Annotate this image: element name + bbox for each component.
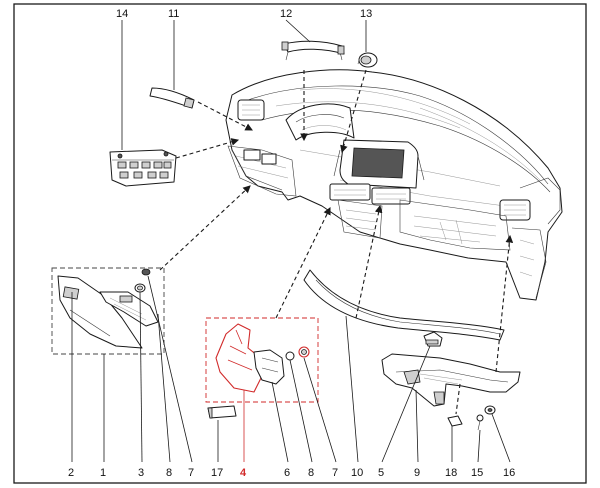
dashboard-assembly — [225, 69, 563, 301]
leader-lines — [71, 19, 511, 463]
callout-5: 5 — [378, 467, 384, 479]
part-10-long-trim — [303, 269, 505, 341]
part-15-screw — [476, 414, 484, 431]
part-14-control-panel — [109, 149, 177, 187]
callouts-top: 14 11 12 13 — [116, 8, 372, 20]
assembly-arrows — [159, 69, 514, 415]
part-6-bracket — [253, 349, 285, 385]
callout-12: 12 — [280, 8, 292, 20]
callout-11: 11 — [168, 8, 179, 20]
part-2-side-panel — [57, 275, 143, 349]
callout-4-highlighted: 4 — [240, 467, 247, 479]
callout-16: 16 — [503, 467, 515, 479]
callout-8-left: 8 — [166, 467, 172, 479]
callout-15: 15 — [471, 467, 483, 479]
part-16-nut — [484, 405, 496, 415]
part-5-bracket — [423, 331, 443, 347]
callout-13: 13 — [360, 8, 372, 20]
callout-3: 3 — [138, 467, 144, 479]
callout-8-center: 8 — [308, 467, 314, 479]
callout-10: 10 — [351, 467, 363, 479]
callout-6: 6 — [284, 467, 290, 479]
callout-1: 1 — [100, 467, 106, 479]
callouts-bottom: 2 1 3 8 7 17 4 6 8 7 10 5 9 18 15 16 — [68, 467, 515, 479]
part-3-clip — [134, 283, 146, 293]
part-11-trim-strip — [149, 87, 195, 109]
callout-18: 18 — [445, 467, 457, 479]
callout-7-left: 7 — [188, 467, 194, 479]
callout-2: 2 — [68, 467, 74, 479]
part-13-cap — [357, 52, 378, 68]
part-7-clip-center — [298, 346, 310, 358]
part-17-strip — [207, 405, 237, 419]
part-8-clip-center — [285, 351, 295, 361]
part-1-lower-cover — [99, 291, 159, 327]
callout-9: 9 — [414, 467, 420, 479]
diagram-frame — [13, 3, 587, 484]
group-box-highlighted — [205, 317, 319, 403]
callout-17: 17 — [211, 467, 223, 479]
callout-14: 14 — [116, 8, 128, 20]
part-9-right-panel — [381, 353, 521, 407]
part-18-clip — [447, 415, 463, 427]
part-7-fastener-left — [141, 268, 151, 276]
group-box-left — [51, 267, 165, 355]
part-12-grab-handle — [281, 40, 345, 61]
callout-7-center: 7 — [332, 467, 338, 479]
